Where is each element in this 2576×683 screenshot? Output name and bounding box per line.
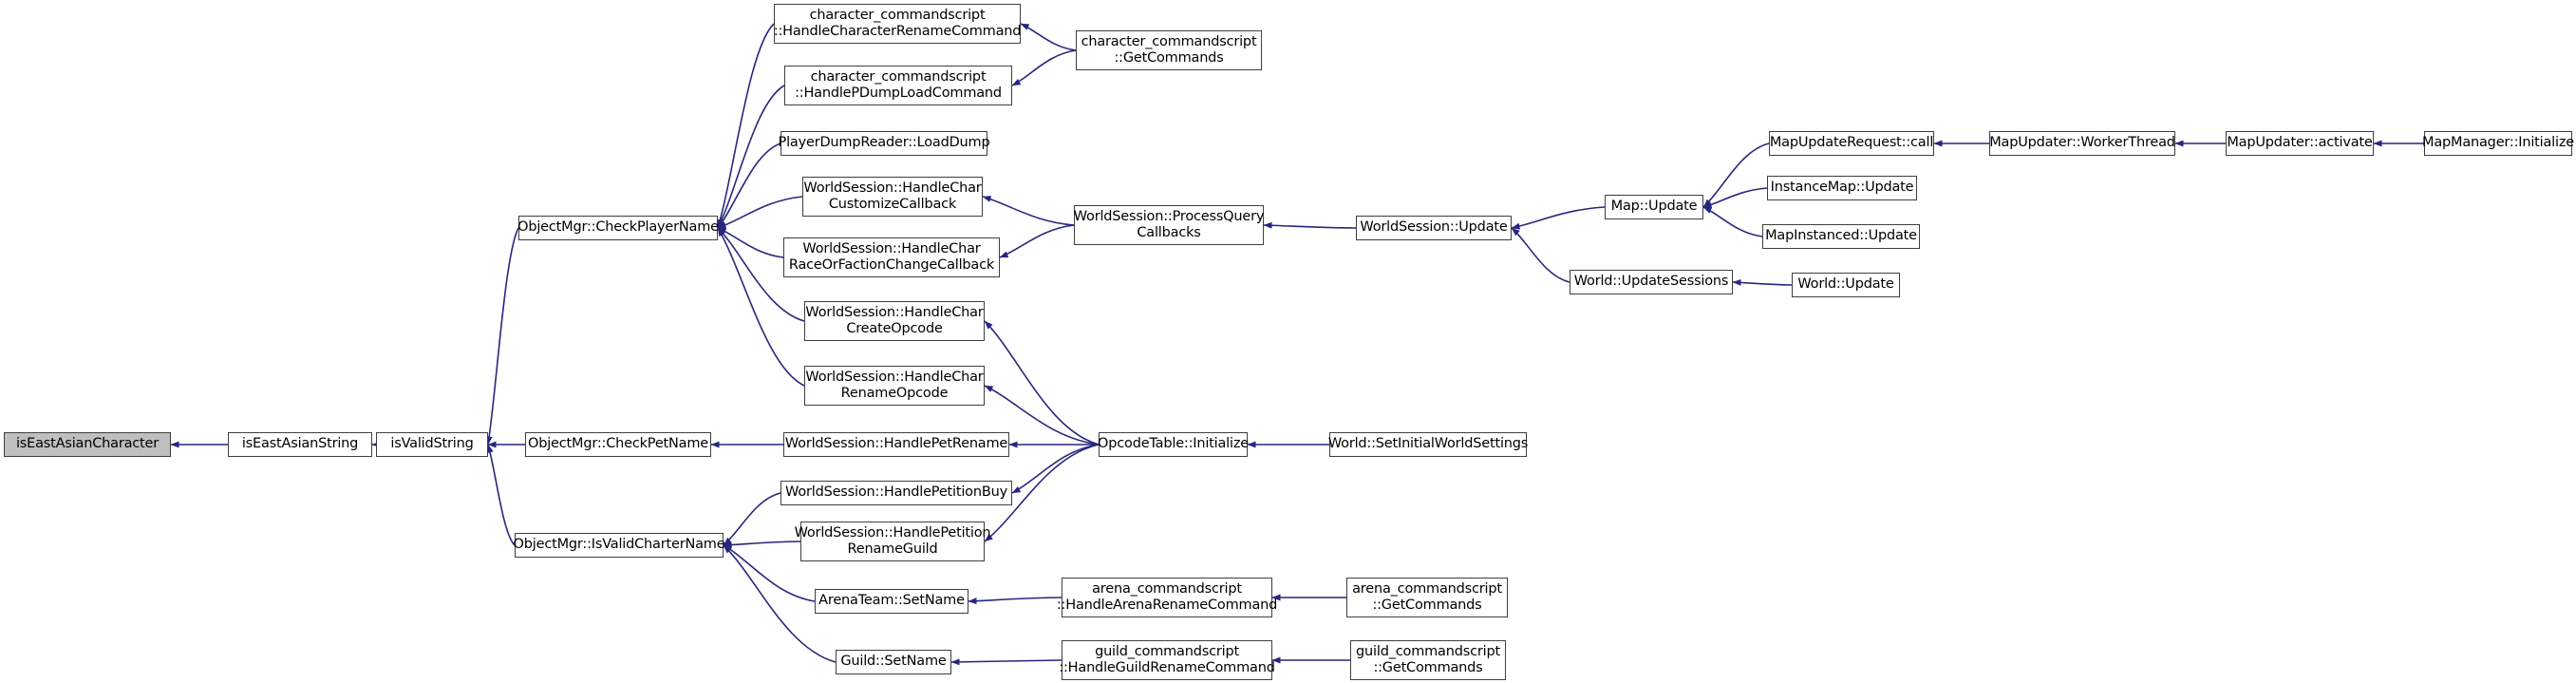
graph-node-world-setinitialworldsettings[interactable]: World::SetInitialWorldSettings	[1328, 432, 1528, 457]
graph-node-guild-setname[interactable]: Guild::SetName	[836, 650, 951, 674]
graph-node-mapupdater-workerthread[interactable]: MapUpdater::WorkerThread	[1989, 131, 2175, 156]
edge-n27-to-n23	[1511, 206, 1606, 230]
edge-n23-to-n19	[1263, 221, 1357, 229]
edge-n29-to-n27	[1702, 187, 1768, 209]
edge-n21-to-n16	[968, 597, 1062, 605]
edge-n9-to-n4	[717, 196, 803, 229]
edge-n18-to-n7	[1011, 49, 1077, 86]
graph-node-isvalidstring[interactable]: isValidString	[376, 432, 488, 457]
graph-node-guild-commandscript-getcommands[interactable]: guild_commandscript ::GetCommands	[1350, 640, 1506, 680]
graph-node-mapinstanced-update[interactable]: MapInstanced::Update	[1762, 224, 1920, 249]
graph-node-worldsession-handlepetrename[interactable]: WorldSession::HandlePetRename	[783, 432, 1009, 457]
graph-node-worldsession-handlepetitionbuy[interactable]: WorldSession::HandlePetitionBuy	[780, 481, 1012, 505]
graph-node-worldsession-handlechar-customizecallback[interactable]: WorldSession::HandleChar CustomizeCallba…	[802, 177, 983, 217]
graph-node-map-update[interactable]: Map::Update	[1605, 195, 1703, 219]
graph-node-mapmanager-initialize[interactable]: MapManager::Initialize	[2422, 131, 2574, 156]
graph-node-instancemap-update[interactable]: InstanceMap::Update	[1767, 176, 1917, 200]
graph-node-worldsession-handlechar-raceorfactionchangecallback[interactable]: WorldSession::HandleChar RaceOrFactionCh…	[783, 237, 1000, 277]
edge-n19-to-n10	[999, 224, 1075, 258]
edge-n18-to-n6	[1020, 23, 1077, 51]
graph-node-arenateam-setname[interactable]: ArenaTeam::SetName	[815, 589, 968, 614]
edge-n6-to-n4	[717, 23, 775, 229]
edge-n14-to-n5	[723, 492, 781, 546]
graph-node-worldsession-handlepetition-renameguild[interactable]: WorldSession::HandlePetition RenameGuild	[795, 522, 991, 561]
graph-node-objectmgr-checkpetname[interactable]: ObjectMgr::CheckPetName	[525, 432, 711, 457]
graph-node-iseastasianstring[interactable]: isEastAsianString	[228, 432, 372, 457]
edge-n22-to-n17	[950, 658, 1062, 666]
graph-node-worldsession-handlechar-renameopcode[interactable]: WorldSession::HandleChar RenameOpcode	[804, 366, 985, 406]
edge-n5-to-n2	[486, 444, 516, 546]
graph-node-guild-commandscript-handleguildrenamecommand[interactable]: guild_commandscript ::HandleGuildRenameC…	[1059, 640, 1275, 680]
edge-n15-to-n5	[723, 541, 801, 549]
edge-n20-to-n11	[984, 320, 1100, 446]
edge-n32-to-n27	[1702, 142, 1770, 208]
graph-node-arena-commandscript-handlearenarenamecommand[interactable]: arena_commandscript ::HandleArenaRenameC…	[1057, 578, 1277, 617]
edge-n7-to-n4	[717, 85, 785, 229]
graph-node-worldsession-update[interactable]: WorldSession::Update	[1356, 216, 1512, 240]
edge-n28-to-n23	[1511, 227, 1570, 283]
edge-n8-to-n4	[717, 142, 781, 229]
graph-node-objectmgr-checkplayername[interactable]: ObjectMgr::CheckPlayerName	[517, 216, 719, 240]
graph-node-opcodetable-initialize[interactable]: OpcodeTable::Initialize	[1098, 432, 1249, 457]
graph-node-objectmgr-isvalidchartername[interactable]: ObjectMgr::IsValidCharterName	[514, 533, 725, 558]
edge-n4-to-n2	[485, 227, 519, 446]
graph-node-worldsession-processquery-callbacks[interactable]: WorldSession::ProcessQuery Callbacks	[1074, 205, 1264, 245]
graph-node-mapupdaterequest-call[interactable]: MapUpdateRequest::call	[1769, 131, 1934, 156]
graph-node-worldsession-handlechar-createopcode[interactable]: WorldSession::HandleChar CreateOpcode	[804, 301, 985, 341]
graph-node-character-commandscript-getcommands[interactable]: character_commandscript ::GetCommands	[1076, 30, 1262, 70]
graph-node-playerdumpreader-loaddump[interactable]: PlayerDumpReader::LoadDump	[779, 131, 990, 156]
edge-n10-to-n4	[717, 227, 784, 258]
graph-node-character-commandscript-handlecharacterrenamecommand[interactable]: character_commandscript ::HandleCharacte…	[774, 4, 1021, 44]
graph-node-mapupdater-activate[interactable]: MapUpdater::activate	[2226, 131, 2374, 156]
graph-node-iseastasiancharacter[interactable]: isEastAsianCharacter	[4, 432, 171, 457]
graph-node-character-commandscript-handlepdumploadcommand[interactable]: character_commandscript ::HandlePDumpLoa…	[784, 66, 1012, 105]
graph-node-world-updatesessions[interactable]: World::UpdateSessions	[1570, 270, 1733, 294]
edge-n20-to-n14	[1011, 444, 1100, 494]
edge-n31-to-n28	[1732, 278, 1793, 286]
edge-n19-to-n9	[982, 196, 1075, 226]
edge-n30-to-n27	[1702, 206, 1763, 237]
graph-node-arena-commandscript-getcommands[interactable]: arena_commandscript ::GetCommands	[1346, 578, 1508, 617]
graph-node-world-update[interactable]: World::Update	[1792, 273, 1900, 297]
